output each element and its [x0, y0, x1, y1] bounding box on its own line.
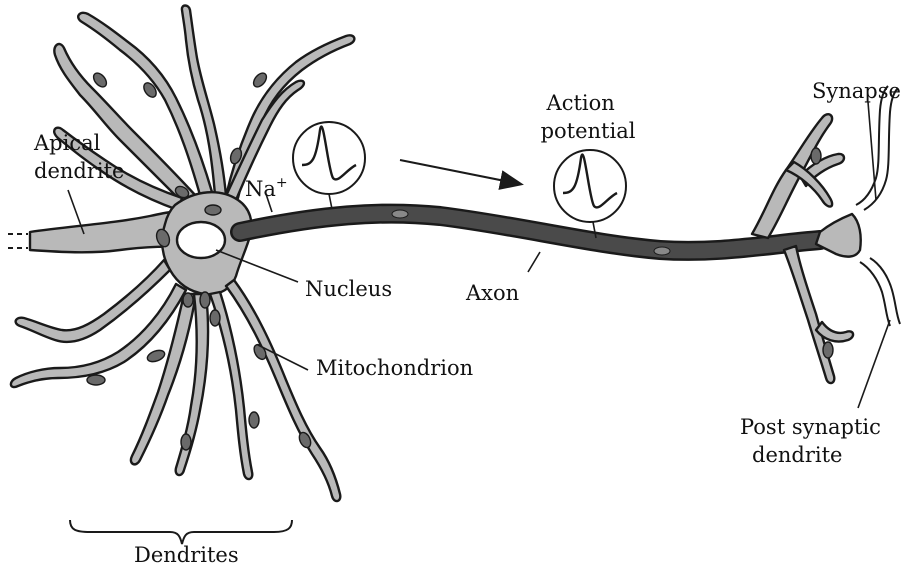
na-ion-label: Na+ — [245, 175, 288, 201]
mitochondrion-organelle — [87, 375, 105, 385]
nucleus-label: Nucleus — [305, 277, 392, 301]
action-potential-label-line1: Action — [546, 91, 615, 115]
synapse-label: Synapse — [812, 79, 901, 103]
nucleus — [177, 222, 225, 258]
mitochondrion-organelle — [183, 293, 193, 307]
dendrites-label: Dendrites — [134, 543, 239, 567]
arrow-right-icon — [400, 160, 520, 184]
mitochondrion-organelle — [146, 348, 166, 364]
post-synaptic-dendrite-label: Post synaptic dendrite — [740, 415, 888, 467]
dendrites-brace — [70, 520, 292, 544]
post-synaptic-label-line1: Post synaptic — [740, 415, 881, 439]
mitochondrion-organelle — [249, 412, 259, 428]
action-potential-waveform-icon — [293, 122, 365, 209]
apical-dendrite-label: Apical dendrite — [33, 131, 124, 183]
apical-dendrite-label-line2: dendrite — [34, 159, 124, 183]
mitochondrion-organelle — [200, 292, 210, 308]
neuron-cell — [8, 6, 354, 502]
mitochondrion-organelle — [91, 71, 109, 90]
na-ion-charge: + — [276, 175, 288, 191]
mitochondrion-organelle — [251, 71, 269, 90]
na-ion-symbol: Na — [245, 177, 276, 201]
terminal-branch-upper — [752, 114, 832, 238]
action-potential-label-line2: potential — [541, 119, 636, 143]
terminal-branch-lower — [784, 246, 834, 383]
mitochondrion-organelle — [823, 342, 833, 358]
action-potential-waveform-icon — [554, 150, 626, 238]
mitochondrion-organelle — [811, 148, 821, 164]
post-synaptic-label-line2: dendrite — [752, 443, 842, 467]
apical-dendrite-label-line1: Apical — [33, 131, 101, 155]
mitochondrion-organelle — [205, 205, 221, 215]
mitochondrion-organelle — [181, 434, 191, 450]
axon-label: Axon — [465, 281, 519, 305]
mitochondrion-label: Mitochondrion — [316, 356, 473, 380]
action-potential-label: Action potential — [541, 91, 636, 143]
axon — [240, 210, 820, 255]
mitochondrion-organelle — [210, 310, 220, 326]
synaptic-knob — [816, 214, 861, 257]
synapse-membranes — [856, 86, 900, 326]
dendrite-lower-2 — [11, 284, 186, 387]
